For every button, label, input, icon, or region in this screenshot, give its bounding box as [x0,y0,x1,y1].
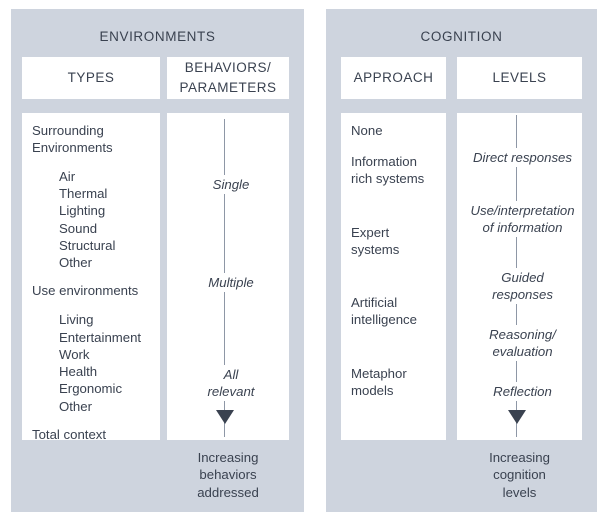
column-body-types: Surrounding Environments Air Thermal Lig… [22,113,160,440]
flow-label-multiple: Multiple [167,273,289,293]
approach-item-artificial-intelligence: Artificial intelligence [351,295,417,328]
column-header-types: TYPES [22,57,160,99]
arrow-down-icon-behaviors [216,410,234,424]
panel-cognition-title: COGNITION [420,29,503,44]
types-group-total-context: Total context [32,427,107,440]
column-body-levels: Direct responses Use/interpretation of i… [457,113,582,440]
caption-increasing-cognition-levels: Increasing cognition levels [489,450,550,500]
types-item-structural: Structural [59,237,116,253]
flow-label-use-interpretation-of-information: Use/interpretation of information [457,201,582,238]
levels-flow: Direct responses Use/interpretation of i… [457,113,582,440]
types-item-living: Living [59,312,94,328]
panel-environments-title: ENVIRONMENTS [99,29,216,44]
types-item-lighting: Lighting [59,203,106,219]
approach-item-none: None [351,123,383,138]
flow-label-reflection: Reflection [457,382,582,402]
arrow-down-icon-levels [508,410,526,424]
types-item-health: Health [59,364,98,380]
types-item-sound: Sound [59,220,98,236]
approach-item-expert-systems: Expert systems [351,224,400,257]
column-header-approach: APPROACH [341,57,446,99]
approach-list: None Information rich systems Expert sys… [341,113,446,400]
types-item-other-1: Other [59,255,92,271]
types-group-surrounding-environments: Surrounding Environments [32,123,113,155]
column-header-behaviors-parameters: BEHAVIORS/ PARAMETERS [167,57,289,99]
flow-label-single: Single [167,175,289,195]
approach-item-information-rich-systems: Information rich systems [351,153,425,186]
flow-label-all-relevant: All relevant [167,365,289,402]
approach-item-metaphor-models: Metaphor models [351,366,407,399]
types-item-ergonomic: Ergonomic [59,381,123,397]
column-header-levels: LEVELS [457,57,582,99]
column-body-behaviors-parameters: Single Multiple All relevant [167,113,289,440]
types-list: Surrounding Environments Air Thermal Lig… [22,113,160,440]
types-group-use-environments: Use environments [32,283,139,299]
types-item-air: Air [59,168,76,184]
flow-label-reasoning-evaluation: Reasoning/ evaluation [457,325,582,362]
behaviors-flow: Single Multiple All relevant [167,113,289,440]
flow-label-direct-responses: Direct responses [457,148,582,168]
types-item-entertainment: Entertainment [59,329,142,345]
types-item-other-2: Other [59,398,92,414]
caption-increasing-behaviors-addressed: Increasing behaviors addressed [197,450,259,500]
column-body-approach: None Information rich systems Expert sys… [341,113,446,440]
flow-label-guided-responses: Guided responses [457,268,582,305]
types-item-work: Work [59,346,90,362]
types-item-thermal: Thermal [59,186,108,202]
